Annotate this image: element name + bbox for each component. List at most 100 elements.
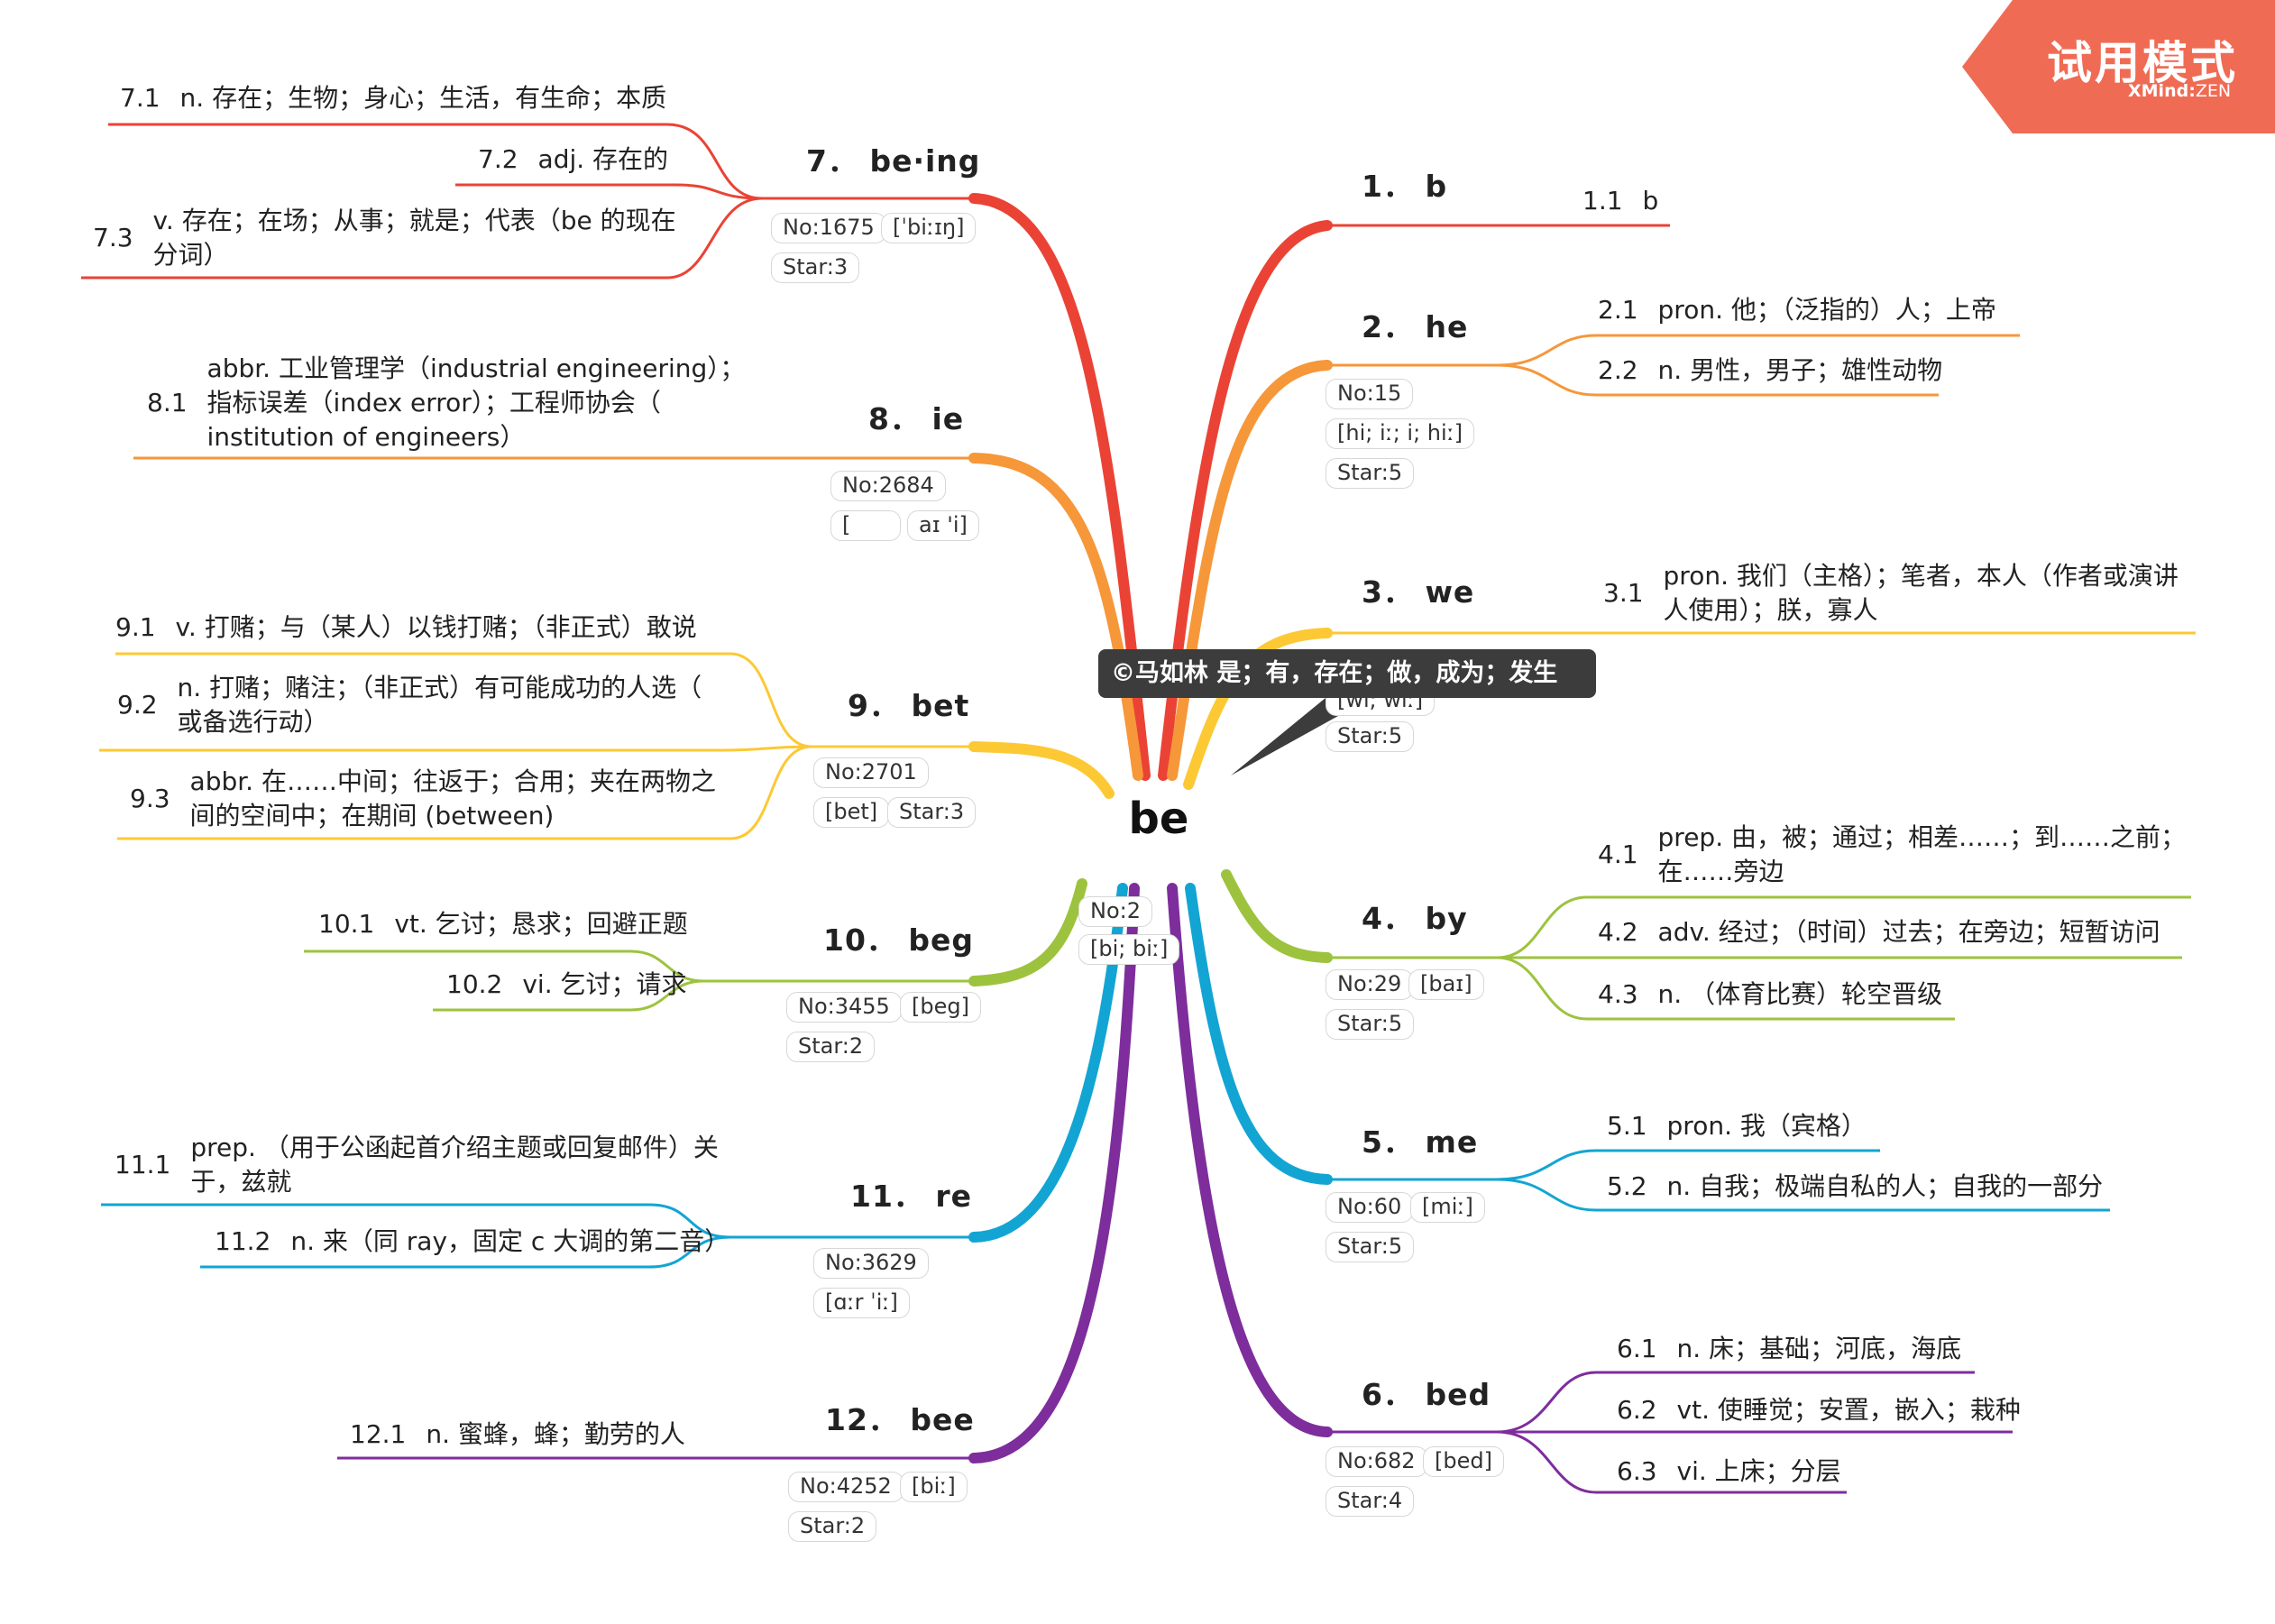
connector-b6	[1167, 883, 1333, 1437]
def-text: abbr. 工业管理学（industrial engineering）； 指标误…	[206, 353, 746, 452]
def-num: 2.1	[1598, 295, 1638, 325]
tag-b4-phonetic: [baɪ]	[1408, 969, 1484, 1000]
def-text: n. 蜜蜂，蜂；勤劳的人	[426, 1419, 685, 1449]
def-text: pron. 他；（泛指的）人；上帝	[1657, 295, 1996, 325]
brand-suffix: ZEN	[2195, 81, 2232, 101]
def-num: 7.1	[120, 83, 161, 113]
topic-b9[interactable]: 9． bet	[848, 688, 970, 723]
tag-b10-phonetic: [beg]	[900, 992, 981, 1023]
def-2-2[interactable]: 2.2 n. 男性，男子；雄性动物	[1598, 353, 1942, 388]
tag-b12-no: No:4252	[788, 1472, 904, 1502]
topic-b10[interactable]: 10． beg	[823, 922, 975, 958]
def-text: adv. 经过；（时间）过去；在旁边；短暂访问	[1657, 917, 2160, 947]
def-text: n. 来（同 ray，固定 c 大调的第二音）	[290, 1226, 730, 1256]
def-9-2[interactable]: 9.2 n. 打赌；赌注；（非正式）有可能成功的人选（ 或备选行动）	[117, 671, 702, 739]
def-num: 8.1	[147, 388, 188, 417]
tag-b8-phonetic: aɪ 'i]	[907, 510, 979, 541]
def-text: n. 男性，男子；雄性动物	[1657, 355, 1943, 385]
def-num: 1.1	[1582, 186, 1623, 216]
xmind-brand: XMind:ZEN	[2128, 81, 2232, 101]
tag-b7-phonetic: [ˈbiːɪŋ]	[881, 213, 977, 243]
tag-b8-bracket: [	[830, 510, 901, 541]
def-num: 4.2	[1598, 917, 1638, 947]
def-12-1[interactable]: 12.1 n. 蜜蜂，蜂；勤劳的人	[350, 1418, 685, 1452]
def-text: pron. 我们（主格）；笔者，本人（作者或演讲 人使用）；朕，寡人	[1663, 561, 2179, 625]
tag-b4-no: No:29	[1326, 969, 1414, 1000]
connector-b1	[1158, 220, 1333, 781]
def-11-1[interactable]: 11.1 prep. （用于公函起首介绍主题或回复邮件）关 于，兹就	[115, 1131, 719, 1199]
topic-b5[interactable]: 5． me	[1362, 1124, 1479, 1160]
def-2-1[interactable]: 2.1 pron. 他；（泛指的）人；上帝	[1598, 293, 1996, 327]
tag-b7-star: Star:3	[771, 252, 860, 283]
def-num: 2.2	[1598, 355, 1638, 385]
def-num: 5.1	[1607, 1111, 1647, 1141]
def-8-1[interactable]: 8.1 abbr. 工业管理学（industrial engineering）； …	[147, 352, 745, 454]
connector-b2	[1167, 360, 1333, 781]
central-topic[interactable]: be	[1128, 794, 1189, 844]
central-phonetic-tag: [bi; biː]	[1078, 934, 1180, 965]
def-text: vi. 乞讨；请求	[522, 969, 687, 999]
topic-b6[interactable]: 6． bed	[1362, 1377, 1491, 1412]
def-num: 12.1	[350, 1419, 407, 1449]
tag-b10-no: No:3455	[786, 992, 902, 1023]
tag-b11-no: No:3629	[813, 1248, 929, 1279]
def-text: prep. 由，被；通过；相差……；到……之前； 在……旁边	[1657, 822, 2187, 886]
tag-b12-star: Star:2	[788, 1511, 877, 1542]
def-num: 5.2	[1607, 1171, 1647, 1201]
topic-b1[interactable]: 1． b	[1362, 169, 1448, 204]
def-text: n. （体育比赛）轮空晋级	[1657, 979, 1943, 1009]
tag-b6-star: Star:4	[1326, 1486, 1415, 1517]
def-text: abbr. 在……中间；往返于；合用；夹在两物之 间的空间中；在期间 (betw…	[189, 766, 716, 830]
note-tooltip: ©马如林 是；有，存在；做，成为；发生	[1098, 649, 1596, 698]
tag-b10-star: Star:2	[786, 1032, 876, 1062]
def-num: 9.2	[117, 690, 158, 720]
def-4-2[interactable]: 4.2 adv. 经过；（时间）过去；在旁边；短暂访问	[1598, 915, 2160, 950]
def-text: n. 床；基础；河底，海底	[1676, 1334, 1962, 1363]
connector-b10	[968, 878, 1087, 986]
tag-b2-no: No:15	[1326, 379, 1414, 409]
def-text: prep. （用于公函起首介绍主题或回复邮件）关 于，兹就	[190, 1133, 719, 1197]
def-text: v. 存在；在场；从事；就是；代表（be 的现在 分词）	[152, 206, 676, 270]
tag-b9-no: No:2701	[813, 757, 929, 788]
topic-b3[interactable]: 3． we	[1362, 574, 1475, 610]
def-3-1[interactable]: 3.1 pron. 我们（主格）；笔者，本人（作者或演讲 人使用）；朕，寡人	[1603, 559, 2179, 628]
central-no-tag: No:2	[1078, 896, 1152, 927]
def-text: n. 打赌；赌注；（非正式）有可能成功的人选（ 或备选行动）	[177, 673, 702, 737]
def-text: vt. 使睡觉；安置，嵌入；栽种	[1676, 1395, 2021, 1425]
def-10-2[interactable]: 10.2 vi. 乞讨；请求	[446, 968, 687, 1002]
tag-b4-star: Star:5	[1326, 1009, 1415, 1040]
topic-b8[interactable]: 8． ie	[868, 401, 965, 436]
connector-b7	[968, 193, 1151, 781]
tag-b2-phonetic: [hi; iː; i; hiː]	[1326, 418, 1475, 449]
topic-b11[interactable]: 11． re	[850, 1179, 973, 1214]
topic-b4[interactable]: 4． by	[1362, 901, 1468, 936]
tag-b11-phonetic: [ɑːr ˈiː]	[813, 1288, 910, 1318]
def-num: 3.1	[1603, 578, 1644, 608]
topic-b2[interactable]: 2． he	[1362, 309, 1469, 344]
def-num: 11.1	[115, 1150, 171, 1179]
tag-b7-no: No:1675	[771, 213, 886, 243]
def-text: vi. 上床；分层	[1676, 1456, 1841, 1486]
connector-b9	[968, 741, 1115, 799]
tooltip-pointer	[1231, 698, 1371, 775]
def-num: 10.2	[446, 969, 503, 999]
tag-b8-no: No:2684	[830, 471, 946, 501]
topic-b12[interactable]: 12． bee	[825, 1402, 975, 1437]
topic-b7[interactable]: 7． be·ing	[806, 143, 981, 179]
